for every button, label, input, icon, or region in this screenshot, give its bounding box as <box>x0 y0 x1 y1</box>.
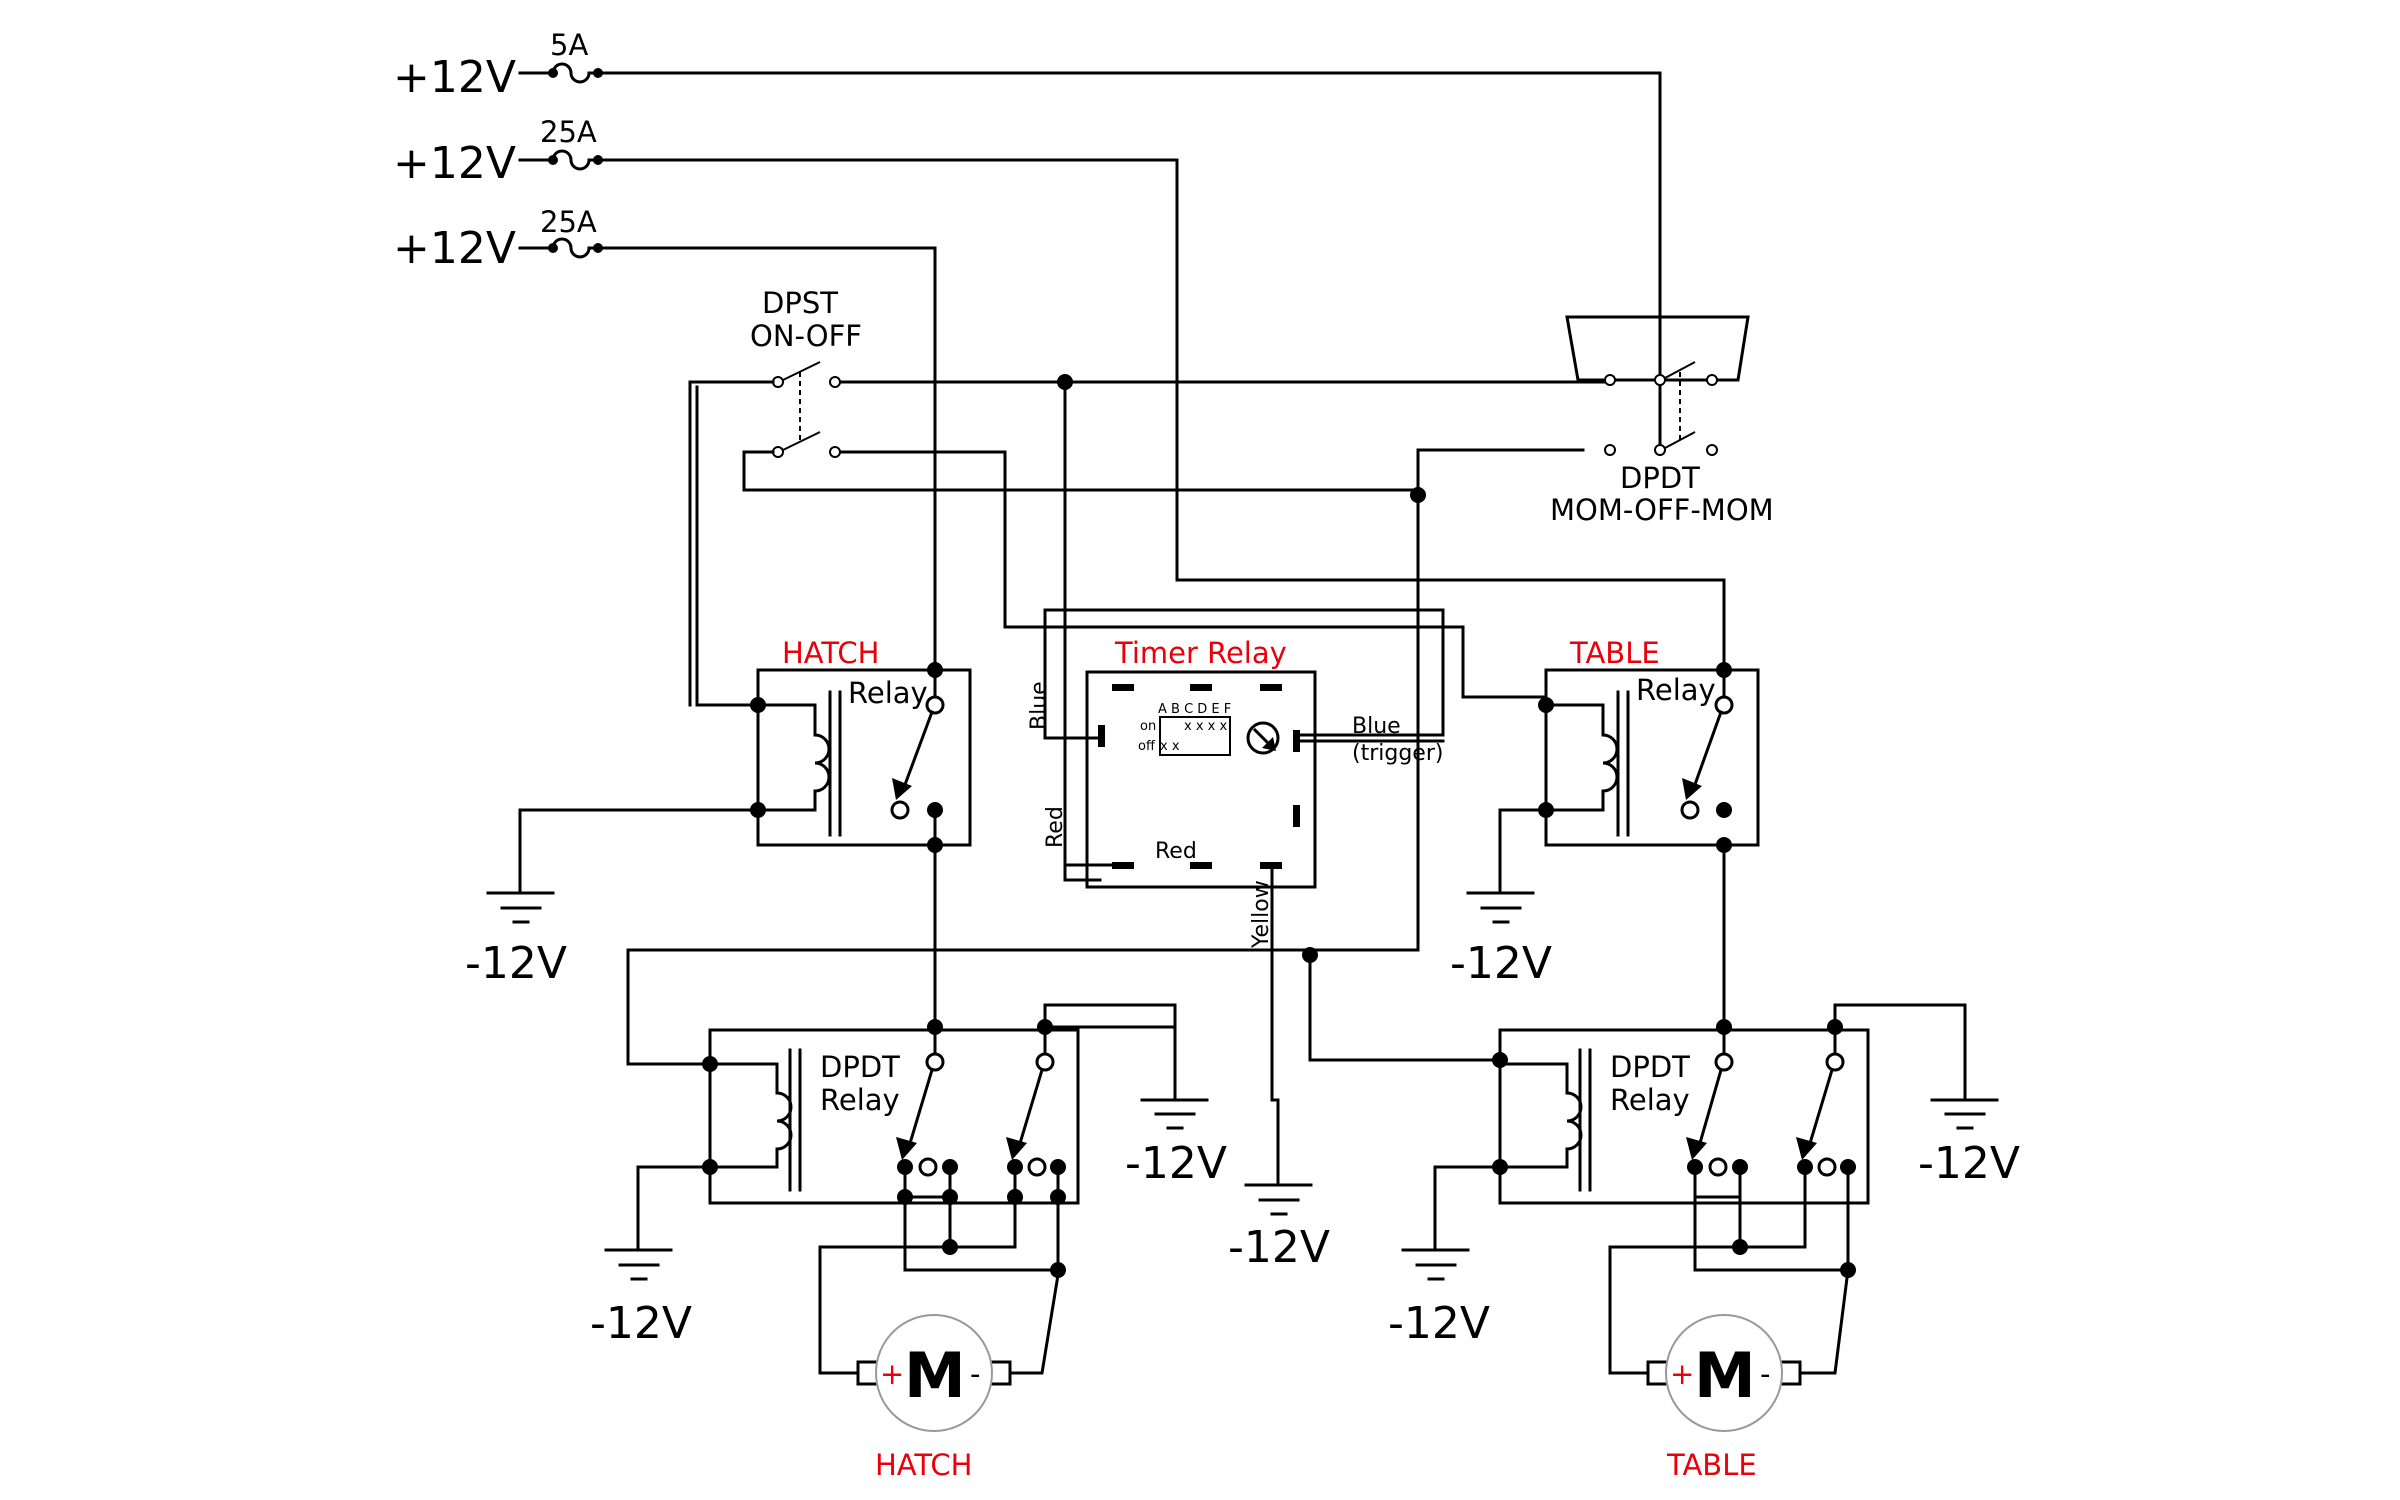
table-dpdt-label-1: DPDT <box>1610 1050 1690 1084</box>
ground-2: -12V <box>1450 891 1552 989</box>
ground-3: -12V <box>1125 1093 1227 1189</box>
timer-relay: Timer Relay A B C D E F on x x x x off x… <box>1027 636 1445 949</box>
table-motor-icon <box>1665 1314 1783 1432</box>
junctions <box>1057 374 1426 963</box>
hatch-relay: HATCH Relay <box>750 636 972 853</box>
timer-red-wire-label: Red <box>1043 806 1068 848</box>
table-relay-title: TABLE <box>1569 636 1660 670</box>
fuse-1-rating: 5A <box>550 28 588 62</box>
hatch-motor-symbol: M <box>904 1339 966 1412</box>
supply-2-voltage: +12V <box>393 138 516 189</box>
table-motor: + M - TABLE <box>1646 1314 1802 1482</box>
hatch-motor: + M - HATCH <box>856 1314 1012 1482</box>
timer-yellow-wire-label: Yellow <box>1249 880 1274 949</box>
timer-dip-header: A B C D E F <box>1158 702 1231 717</box>
fuse-1-terminal-right <box>593 68 603 78</box>
table-relay: TABLE Relay <box>1538 636 1760 853</box>
dpst-label-1: DPST <box>762 286 838 320</box>
table-dpdt-relay: DPDT Relay <box>1492 1019 1870 1278</box>
ground-1: -12V <box>465 891 567 989</box>
timer-blue-wire-label: Blue <box>1027 681 1052 730</box>
table-relay-label: Relay <box>1636 673 1716 707</box>
supply-2: +12V 25A <box>393 115 637 189</box>
hatch-dpdt-label-1: DPDT <box>820 1050 900 1084</box>
ground-6: -12V <box>1388 1248 1490 1349</box>
supply-1-voltage: +12V <box>393 52 516 103</box>
table-motor-symbol: M <box>1694 1339 1756 1412</box>
supply-3: +12V 25A <box>393 205 637 274</box>
fuse-3-terminal-left <box>548 243 558 253</box>
hatch-motor-icon <box>875 1314 993 1432</box>
dpdt-switch: DPDT MOM-OFF-MOM <box>1550 315 1774 527</box>
hatch-motor-label: HATCH <box>875 1448 972 1482</box>
timer-dip-on-marks: x x x x <box>1184 719 1227 734</box>
ground-6-label: -12V <box>1388 1298 1490 1349</box>
ground-7: -12V <box>1918 1093 2020 1189</box>
ground-2-label: -12V <box>1450 938 1552 989</box>
hatch-motor-minus: - <box>970 1357 980 1391</box>
ground-3-label: -12V <box>1125 1138 1227 1189</box>
hatch-motor-plus: + <box>880 1357 904 1391</box>
fuse-1-terminal-left <box>548 68 558 78</box>
table-dpdt-label-2: Relay <box>1610 1083 1690 1117</box>
supply-3-voltage: +12V <box>393 223 516 274</box>
ground-4: -12V <box>1228 1183 1330 1273</box>
timer-dip-off-marks: x x <box>1160 739 1180 754</box>
timer-red-bottom-label: Red <box>1155 839 1197 864</box>
fuse-3-rating: 25A <box>540 205 597 239</box>
fuse-2-terminal-left <box>548 155 558 165</box>
table-motor-plus: + <box>1670 1357 1694 1391</box>
supply-1: +12V 5A <box>393 28 637 103</box>
timer-trigger-label-1: Blue <box>1352 714 1401 739</box>
hatch-dpdt-label-2: Relay <box>820 1083 900 1117</box>
timer-relay-title: Timer Relay <box>1114 636 1287 670</box>
hatch-dpdt-relay: DPDT Relay <box>702 1019 1177 1278</box>
dpdt-switch-label-1: DPDT <box>1620 461 1700 495</box>
ground-5: -12V <box>590 1248 692 1349</box>
table-motor-label: TABLE <box>1666 1448 1757 1482</box>
dpst-switch: DPST ON-OFF <box>688 286 862 707</box>
ground-7-label: -12V <box>1918 1138 2020 1189</box>
ground-4-label: -12V <box>1228 1222 1330 1273</box>
fuse-3-terminal-right <box>593 243 603 253</box>
ground-1-label: -12V <box>465 938 567 989</box>
dpdt-switch-label-2: MOM-OFF-MOM <box>1550 493 1774 527</box>
hatch-relay-title: HATCH <box>782 636 879 670</box>
fuse-2-rating: 25A <box>540 115 597 149</box>
timer-dip-off: off <box>1138 739 1156 754</box>
timer-trigger-label-2: (trigger) <box>1352 741 1443 766</box>
dpst-label-2: ON-OFF <box>750 319 862 353</box>
fuse-2-terminal-right <box>593 155 603 165</box>
table-motor-minus: - <box>1760 1357 1770 1391</box>
hatch-relay-label: Relay <box>848 676 928 710</box>
ground-5-label: -12V <box>590 1298 692 1349</box>
wires <box>518 71 1967 1375</box>
timer-dip-on: on <box>1140 719 1156 734</box>
timer-knob-icon <box>1246 721 1280 755</box>
